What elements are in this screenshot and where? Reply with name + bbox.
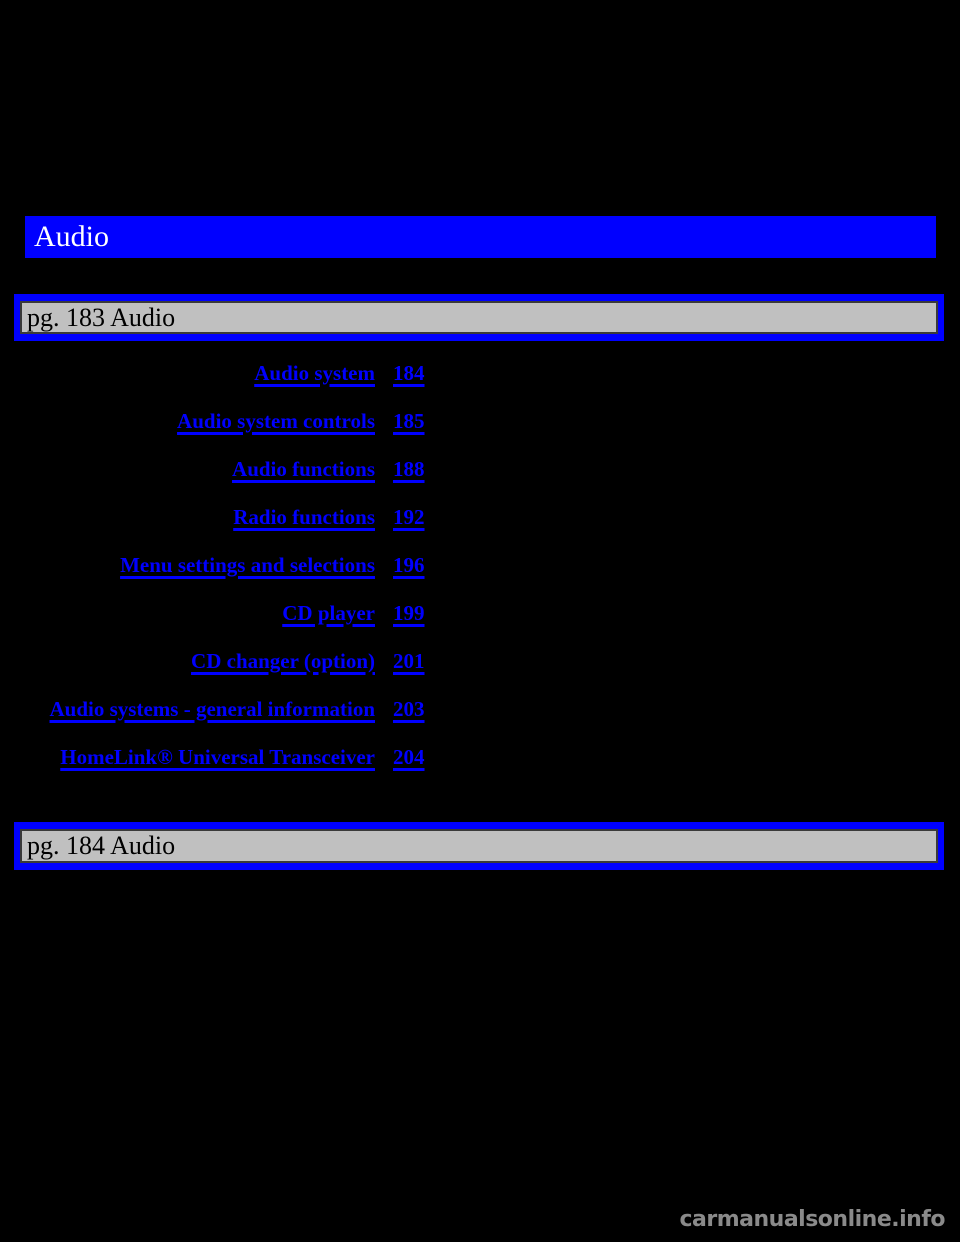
page-marker-top-inner: pg. 183 Audio: [20, 301, 938, 334]
toc-link-label[interactable]: CD changer (option): [191, 648, 375, 673]
toc-row: Audio system 184: [30, 349, 460, 397]
toc-link-label[interactable]: Audio system controls: [177, 408, 375, 433]
toc-row: Audio functions 188: [30, 445, 460, 493]
toc-link-page[interactable]: 188: [393, 456, 425, 481]
section-title: Audio: [34, 220, 109, 253]
toc-link-page[interactable]: 204: [393, 744, 425, 769]
toc-link-page[interactable]: 203: [393, 696, 425, 721]
toc-link-page[interactable]: 196: [393, 552, 425, 577]
toc-row: HomeLink® Universal Transceiver 204: [30, 733, 460, 781]
section-header-bar: Audio: [25, 216, 936, 258]
page-marker-bottom-inner: pg. 184 Audio: [20, 829, 938, 863]
toc-link-page[interactable]: 201: [393, 648, 425, 673]
toc-row: Audio system controls 185: [30, 397, 460, 445]
page-marker-bottom-label: pg. 184 Audio: [27, 831, 176, 860]
toc-link-label[interactable]: Menu settings and selections: [120, 552, 375, 577]
toc-link-label[interactable]: Audio systems - general information: [49, 696, 375, 721]
toc-link-page[interactable]: 199: [393, 600, 425, 625]
table-of-contents: Audio system 184 Audio system controls 1…: [30, 349, 460, 781]
toc-link-page[interactable]: 185: [393, 408, 425, 433]
toc-row: Radio functions 192: [30, 493, 460, 541]
page-marker-bottom: pg. 184 Audio: [14, 822, 944, 870]
toc-link-label[interactable]: HomeLink® Universal Transceiver: [60, 744, 375, 769]
watermark: carmanualsonline.info: [679, 1207, 946, 1232]
toc-link-label[interactable]: Audio functions: [232, 456, 375, 481]
toc-link-label[interactable]: CD player: [282, 600, 375, 625]
toc-row: Audio systems - general information 203: [30, 685, 460, 733]
page-marker-top: pg. 183 Audio: [14, 294, 944, 341]
toc-row: CD changer (option) 201: [30, 637, 460, 685]
toc-link-label[interactable]: Radio functions: [233, 504, 375, 529]
toc-row: CD player 199: [30, 589, 460, 637]
toc-row: Menu settings and selections 196: [30, 541, 460, 589]
toc-link-label[interactable]: Audio system: [254, 360, 375, 385]
page-marker-top-label: pg. 183 Audio: [27, 303, 176, 332]
toc-link-page[interactable]: 192: [393, 504, 425, 529]
toc-link-page[interactable]: 184: [393, 360, 425, 385]
